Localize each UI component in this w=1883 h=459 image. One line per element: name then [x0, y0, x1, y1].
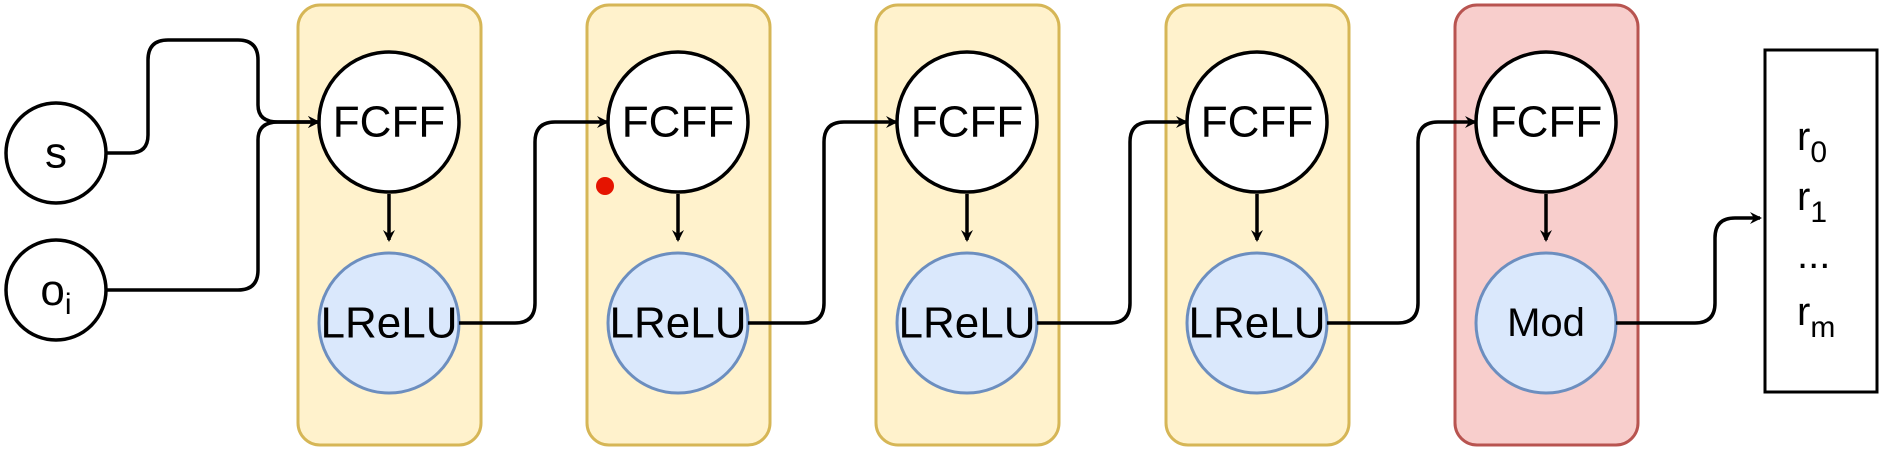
fcff-node-3: [895, 50, 1039, 194]
lrelu-label-4: LReLU: [1189, 299, 1326, 348]
edge-layer2-to-layer3: [748, 116, 898, 325]
edge-mod-to-output: [1616, 212, 1762, 325]
lrelu-label-1: LReLU: [321, 299, 458, 348]
input-label-oi: oi: [40, 266, 71, 321]
input-label-s: s: [45, 129, 67, 178]
edge-s-to-fcff1: [106, 38, 320, 155]
fcff-node-4: [1185, 50, 1329, 194]
output-r1: r1: [1797, 175, 1827, 229]
lrelu-label-3: LReLU: [899, 299, 1036, 348]
fcff-label-2: FCFF: [622, 98, 734, 147]
lrelu-label-2: LReLU: [610, 299, 747, 348]
mod-label: Mod: [1507, 301, 1585, 345]
edge-layer3-to-layer4: [1037, 116, 1188, 325]
fcff-node-1: [317, 50, 461, 194]
fcff-node-2: [606, 50, 750, 194]
edge-layer4-to-layer5: [1327, 116, 1477, 325]
marker-dot: [596, 177, 614, 195]
fcff-label-5: FCFF: [1490, 98, 1602, 147]
fcff-label-3: FCFF: [911, 98, 1023, 147]
fcff-label-4: FCFF: [1201, 98, 1313, 147]
output-box: [1763, 48, 1879, 394]
output-r0: r0: [1797, 115, 1827, 169]
fcff-node-5: [1474, 50, 1618, 194]
output-ellipsis: ...: [1797, 233, 1830, 277]
output-rm: rm: [1797, 290, 1835, 344]
fcff-label-1: FCFF: [333, 98, 445, 147]
edge-oi-to-fcff1: [106, 116, 320, 292]
edge-layer1-to-layer2: [459, 116, 609, 325]
